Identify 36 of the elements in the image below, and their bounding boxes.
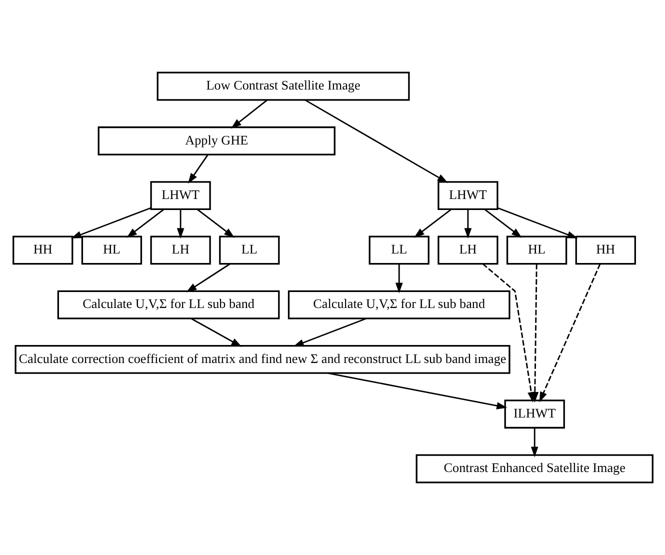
arrow [190,318,242,347]
node-box: HH [12,236,73,265]
node-box: LH [150,236,210,265]
arrow [230,100,268,129]
arrow [530,428,538,458]
arrow [70,207,151,238]
node-box: Contrast Enhanced Satellite Image [415,454,653,484]
node-box: HL [80,236,142,265]
arrow [327,372,507,410]
arrow [176,209,184,239]
node-box: LHWT [437,181,498,210]
arrow [187,154,208,184]
arrow [413,208,452,238]
arrow [304,99,448,183]
arrow [538,264,600,402]
node-box: HH [574,236,636,265]
node-box: LH [437,236,498,265]
node-box: Low Contrast Satellite Image [156,72,410,101]
node-box: LHWT [150,181,210,210]
node-box: LL [218,236,280,265]
node-box: LL [368,236,429,265]
arrow [186,263,230,292]
node-box: Calculate correction coefficient of matrix and find new Σ and reconstruct LL sub band image [14,344,510,374]
node-box: HL [506,236,567,265]
arrow [196,208,234,238]
node-box: Apply GHE [97,126,335,156]
arrow [484,208,522,238]
arrow [530,264,538,403]
node-box: Calculate U,V,Σ for LL sub band [56,290,280,320]
arrow [496,207,578,238]
arrow [292,318,366,347]
arrow [126,208,164,238]
node-box: ILHWT [504,400,564,429]
arrow [394,264,402,294]
arrow [464,209,472,239]
node-box: Calculate U,V,Σ for LL sub band [287,290,510,320]
